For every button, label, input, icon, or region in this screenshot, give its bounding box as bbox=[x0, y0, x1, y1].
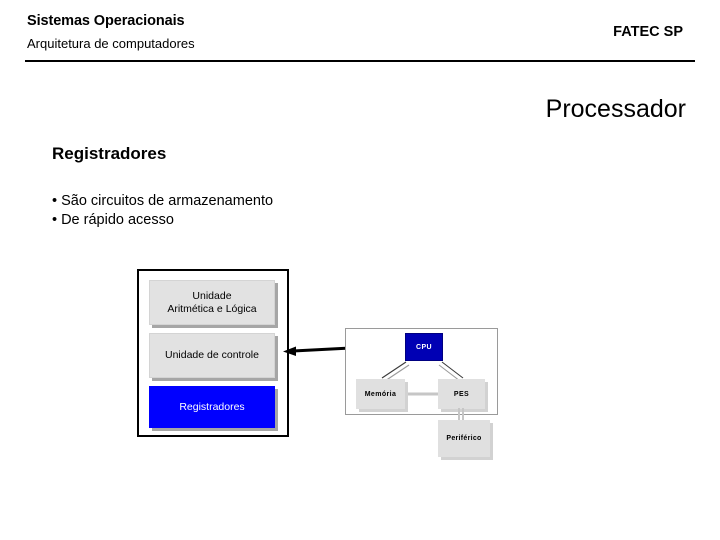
list-item: •De rápido acesso bbox=[52, 211, 273, 230]
slide-title: Processador bbox=[545, 95, 686, 123]
section-heading: Registradores bbox=[52, 144, 167, 163]
diagram-node-cpu-label: CPU bbox=[416, 343, 432, 351]
alu-label-line1: Unidade bbox=[192, 289, 232, 302]
diagram-node-peripheral: Periférico bbox=[438, 420, 490, 457]
course-title: Sistemas Operacionais bbox=[27, 13, 185, 29]
list-item: •São circuitos de armazenamento bbox=[52, 192, 273, 211]
list-item-label: São circuitos de armazenamento bbox=[61, 193, 274, 209]
diagram-node-pes: PES bbox=[438, 379, 485, 409]
diagram-node-cpu: CPU bbox=[405, 333, 443, 361]
bullet-list: •São circuitos de armazenamento •De rápi… bbox=[52, 192, 273, 230]
diagram-node-registers: Registradores bbox=[149, 386, 275, 428]
diagram-node-control-unit-label: Unidade de controle bbox=[165, 349, 259, 361]
diagram-node-alu-label: Unidade Aritmética e Lógica bbox=[167, 290, 256, 316]
slide-header: Sistemas Operacionais Arquitetura de com… bbox=[0, 0, 720, 64]
cpu-block-diagram: Unidade Aritmética e Lógica Unidade de c… bbox=[137, 269, 289, 437]
bullet-dot-icon: • bbox=[52, 212, 58, 228]
header-divider-rule bbox=[25, 60, 695, 62]
bullet-dot-icon: • bbox=[52, 193, 58, 209]
diagram-node-alu: Unidade Aritmética e Lógica bbox=[149, 280, 275, 325]
list-item-label: De rápido acesso bbox=[61, 212, 174, 228]
course-subtitle: Arquitetura de computadores bbox=[27, 36, 195, 51]
alu-label-line2: Aritmética e Lógica bbox=[167, 302, 257, 315]
header-title-block: Sistemas Operacionais Arquitetura de com… bbox=[27, 12, 195, 53]
diagram-node-memory: Memória bbox=[356, 379, 405, 409]
system-overview-diagram: CPU Memória PES bbox=[345, 328, 498, 415]
diagram-node-peripheral-label: Periférico bbox=[446, 435, 482, 442]
diagram-node-pes-label: PES bbox=[453, 390, 470, 398]
diagram-node-registers-label: Registradores bbox=[179, 400, 245, 413]
institution-label: FATEC SP bbox=[613, 24, 683, 40]
diagram-node-memory-label: Memória bbox=[364, 390, 397, 398]
diagram-node-control-unit: Unidade de controle bbox=[149, 333, 275, 378]
